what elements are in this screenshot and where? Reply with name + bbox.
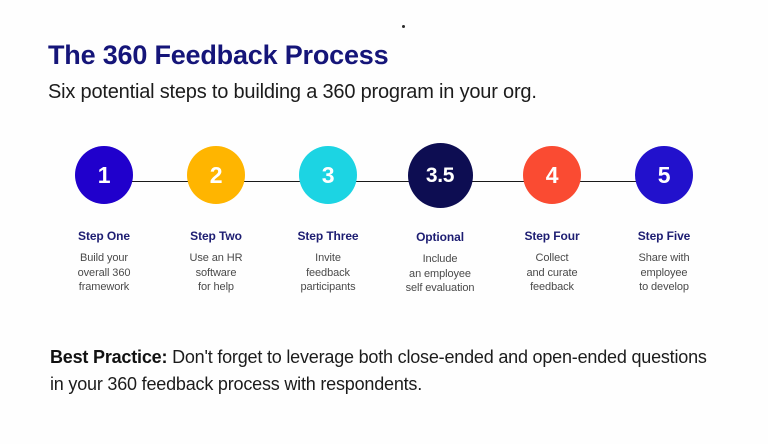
step-badge[interactable]: 4 [523, 146, 581, 204]
step-badge[interactable]: 2 [187, 146, 245, 204]
top-dot-mark [402, 25, 405, 28]
step-label: Step Two [190, 229, 242, 243]
step-label: Step Three [297, 229, 359, 243]
step-badge[interactable]: 3 [299, 146, 357, 204]
step-label: Optional [416, 230, 464, 244]
step-label: Step Four [524, 229, 580, 243]
step-badge[interactable]: 1 [75, 146, 133, 204]
timeline-connector-line [132, 181, 636, 182]
step-label: Step One [78, 229, 130, 243]
slide-header: The 360 Feedback Process Six potential s… [48, 38, 728, 105]
page-subtitle: Six potential steps to building a 360 pr… [48, 81, 537, 103]
page-title: The 360 Feedback Process [48, 40, 389, 70]
step-badge[interactable]: 5 [635, 146, 693, 204]
step-badge[interactable]: 3.5 [407, 143, 473, 208]
best-practice-note: Best Practice: Don't forget to leverage … [50, 344, 722, 398]
best-practice-lead: Best Practice: [50, 347, 168, 367]
best-practice-body: Don't forget to leverage both close-ende… [50, 347, 707, 394]
step-label: Step Five [637, 229, 691, 243]
